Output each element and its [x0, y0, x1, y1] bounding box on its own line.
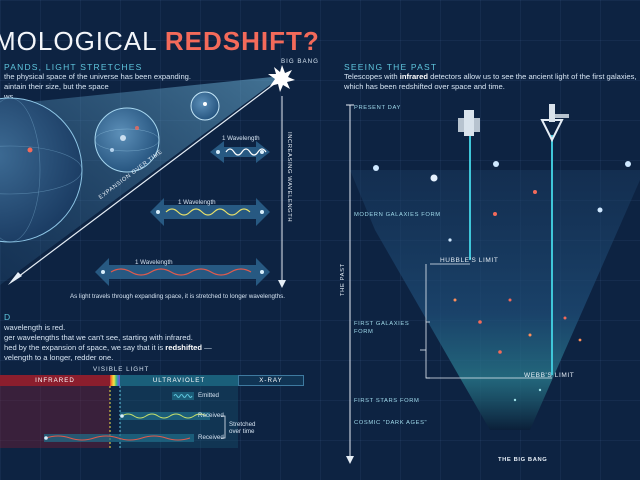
visible-light-label: VISIBLE LIGHT: [93, 366, 150, 373]
expansion-caption: As light travels through expanding space…: [70, 293, 285, 300]
stretched-line-2: over time: [229, 428, 255, 435]
big-bang-label: BIG BANG: [281, 58, 319, 65]
wavelength-band-3: [95, 258, 270, 286]
big-bang-star-icon: [268, 65, 295, 92]
wavelength-label-3: 1 Wavelength: [135, 259, 173, 266]
first-galaxies-line-2: FORM: [354, 329, 374, 335]
seeing-past-diagram: [346, 104, 640, 464]
intro-line-1: the physical space of the universe has b…: [4, 72, 192, 81]
seeing-past-intro: Telescopes with infrared detectors allow…: [344, 72, 637, 92]
modern-galaxies-label: MODERN GALAXIES FORM: [354, 212, 441, 218]
big-bang-bottom-label: THE BIG BANG: [498, 457, 548, 463]
wavelength-label-1: 1 Wavelength: [222, 135, 260, 142]
first-stars-label: FIRST STARS FORM: [354, 398, 420, 404]
expansion-cone: [0, 76, 282, 285]
stretched-line-1: Stretched: [229, 421, 256, 428]
ultraviolet-band: ULTRAVIOLET: [120, 375, 238, 386]
lower-line-1: wavelength is red.: [4, 323, 66, 332]
expansion-intro-text: the physical space of the universe has b…: [4, 72, 191, 102]
redshift-section-heading: D: [4, 312, 12, 322]
increasing-wavelength-label: INCREASING WAVELENGTH: [286, 132, 292, 223]
hubble-limit-label: HUBBLE'S LIMIT: [440, 257, 499, 264]
received-label-1: Received: [198, 412, 224, 419]
webb-limit-label: WEBB'S LIMIT: [524, 372, 575, 379]
infrared-band: INFRARED: [0, 375, 110, 386]
hubble-telescope-icon: [458, 110, 480, 136]
intro-line-3: ws.: [4, 92, 16, 101]
lower-line-2: ger wavelengths that we can't see, start…: [4, 333, 193, 342]
seeing-past-line-2: which has been redshifted over space and…: [344, 82, 505, 91]
seeing-past-line-1: Telescopes with infrared detectors allow…: [344, 72, 637, 81]
lower-line-3: hed by the expansion of space, we say th…: [4, 343, 212, 352]
large-universe-sphere: [0, 97, 83, 243]
seeing-past-heading: SEEING THE PAST: [344, 62, 438, 72]
lower-line-4: velength to a longer, redder one.: [4, 353, 114, 362]
wavelength-label-2: 1 Wavelength: [178, 199, 216, 206]
wavelength-band-2: [150, 198, 270, 226]
first-galaxies-label: FIRST GALAXIES FORM: [354, 320, 409, 336]
past-light-cone: [350, 170, 640, 430]
received-label-2: Received: [198, 434, 224, 441]
present-day-label: PRESENT DAY: [354, 105, 401, 111]
expansion-arrow: [13, 77, 283, 281]
redshift-wave-diagram: [44, 386, 226, 448]
wavelength-band-1: [210, 141, 270, 163]
intro-line-2: aintain their size, but the space: [4, 82, 109, 91]
page-title: MOLOGICAL REDSHIFT?: [0, 26, 320, 56]
emitted-label: Emitted: [198, 392, 219, 399]
dark-ages-label: COSMIC "DARK AGES": [354, 420, 428, 426]
expansion-section-heading: PANDS, LIGHT STRETCHES: [4, 62, 143, 72]
visible-light-band: [110, 375, 120, 386]
webb-telescope-icon: [540, 104, 569, 143]
expansion-diagram: [0, 65, 295, 288]
xray-band: X-RAY: [238, 375, 304, 386]
redshift-explanation: wavelength is red. ger wavelengths that …: [4, 323, 212, 363]
the-past-label: THE PAST: [340, 263, 346, 296]
first-galaxies-line-1: FIRST GALAXIES: [354, 321, 410, 327]
stretched-over-time-label: Stretched over time: [229, 421, 255, 435]
